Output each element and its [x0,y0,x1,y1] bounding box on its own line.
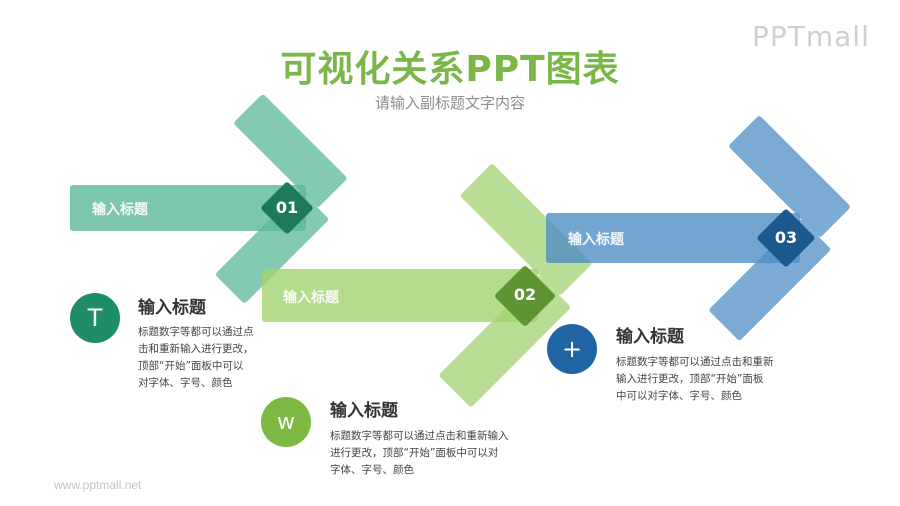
arrow-02-badge [495,266,555,326]
arrow-01-badge [261,182,313,234]
item-02-desc-line: 标题数字等都可以通过点击和重新输入 [330,430,509,442]
item-01-desc-line: 对字体、字号、颜色 [138,377,233,389]
item-03-desc-line: 输入进行更改，顶部“开始”面板 [616,373,764,385]
arrow-03-shaft [546,213,800,263]
arrow-01-number: 01 [275,198,299,217]
item-03-desc-line: 中可以对字体、字号、颜色 [616,390,742,402]
arrow-03 [546,116,850,340]
item-01-desc: 标题数字等都可以通过点 击和重新输入进行更改， 顶部“开始”面板中可以 对字体、… [138,324,254,392]
page-subtitle: 请输入副标题文字内容 [374,94,525,112]
item-02-desc-line: 进行更改，顶部“开始”面板中可以对 [330,447,499,459]
arrow-02-shaft [262,269,538,322]
item-03-desc-line: 标题数字等都可以通过点击和重新 [616,356,774,368]
item-03-title[interactable]: 输入标题 [616,327,684,347]
arrow-01-shaft [70,185,306,231]
item-01-title[interactable]: 输入标题 [138,298,206,318]
brand-logo: PPTmall [752,20,870,53]
item-03-desc: 标题数字等都可以通过点击和重新 输入进行更改，顶部“开始”面板 中可以对字体、字… [616,354,774,405]
arrow-03-badge [757,209,815,267]
arrow-02-number: 02 [513,285,537,304]
letter-t-icon: T [70,293,120,343]
footer-url[interactable]: www.pptmall.net [54,478,142,492]
item-01-desc-line: 顶部“开始”面板中可以 [138,360,244,372]
item-01-desc-line: 标题数字等都可以通过点 [138,326,254,338]
plus-icon: + [547,324,597,374]
item-02-desc-line: 字体、字号、颜色 [330,464,414,476]
arrow-03-number: 03 [774,228,798,247]
page-title: 可视化关系PPT图表 [280,49,620,90]
arrow-03-label[interactable]: 输入标题 [568,232,624,248]
item-02-title[interactable]: 输入标题 [330,401,398,421]
letter-w-icon: w [261,397,311,447]
arrow-01 [70,94,347,303]
arrow-01-label[interactable]: 输入标题 [92,202,148,218]
item-02-desc: 标题数字等都可以通过点击和重新输入 进行更改，顶部“开始”面板中可以对 字体、字… [330,428,509,479]
arrow-02-label[interactable]: 输入标题 [283,290,339,306]
item-01-desc-line: 击和重新输入进行更改， [138,343,254,355]
